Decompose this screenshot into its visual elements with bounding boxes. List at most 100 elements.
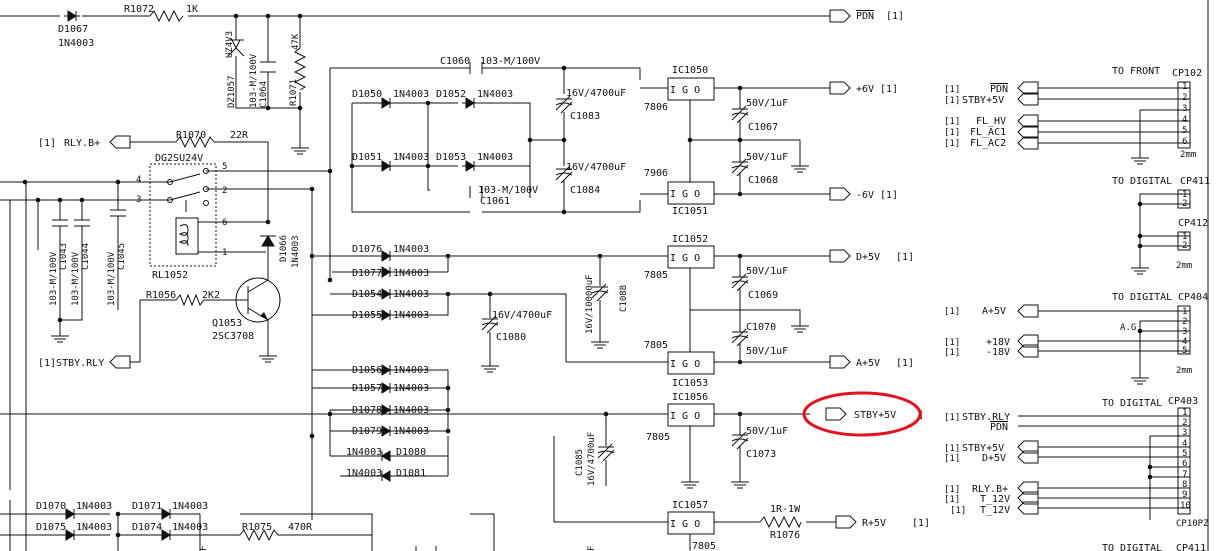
c1060-label: C1060 (440, 56, 470, 67)
d1070-label: D1070 (36, 501, 66, 512)
junction-dot (445, 385, 451, 391)
pdn-port-ref: [1] (886, 11, 904, 22)
ground-icon (480, 359, 500, 373)
top-pdn-path: D1067 1N4003 R1072 1K PDN [1] DZ1057 UZ4… (0, 4, 904, 155)
port-icon (1017, 81, 1039, 95)
d5v-ref: [1] (896, 252, 914, 263)
cp411-label: CP411 (1180, 176, 1210, 187)
c1083-value: 16V/4700uF (566, 88, 626, 99)
rlyb-label: RLY.B+ (64, 138, 100, 149)
signal-ref: [1] (944, 307, 960, 317)
relay-coil (175, 217, 199, 255)
port-icon (1017, 92, 1039, 106)
d1057-label: D1057 (352, 383, 382, 394)
r1075-value: 470R (288, 522, 313, 533)
d1050-label: D1050 (352, 89, 382, 100)
c1043-value: 103-M/100V (49, 251, 59, 306)
signal-ref: [1] (944, 444, 960, 454)
cp403-t12v-b: T_12V (980, 505, 1010, 516)
m6v-ref: [1] (880, 190, 898, 201)
pin-number: 3 (1182, 327, 1187, 337)
relay-name: RL1052 (152, 270, 188, 281)
ic1050-part: 7806 (644, 102, 668, 113)
c1085-ecap-icon (597, 443, 615, 462)
a5v-label: A+5V (856, 358, 880, 369)
c1070-label: C1070 (746, 322, 776, 333)
ground-icon (590, 335, 610, 349)
port-icon (1017, 304, 1039, 318)
c1060-cap-icon (469, 62, 483, 74)
d1066-diode-icon (260, 235, 276, 247)
d1080-part: 1N4003 (346, 447, 382, 458)
cp411-body (1177, 189, 1191, 209)
junction-dot (115, 179, 121, 185)
junction-dot (79, 197, 85, 203)
signal-ref: [1] (944, 338, 960, 348)
d1075-label: D1075 (36, 522, 66, 533)
d1056-part: 1N4003 (393, 365, 429, 376)
d1080-label: D1080 (396, 447, 426, 458)
ic1052-label: IC1052 (672, 234, 708, 245)
r1076-value: 1R-1W (770, 504, 801, 515)
d1071-label: D1071 (132, 501, 162, 512)
d1078-part: 1N4003 (393, 405, 429, 416)
pin-number: 10 (1180, 501, 1191, 511)
port-icon (1017, 114, 1039, 128)
d1074-part: 1N4003 (172, 522, 208, 533)
ground-icon (1130, 261, 1150, 275)
ic1057-part: 7805 (692, 541, 716, 551)
pin-number: 1 (1182, 408, 1187, 418)
cp412-label: CP412 (1178, 218, 1208, 229)
c1060-value: 103-M/100V (480, 56, 540, 67)
d1054-label: D1054 (352, 289, 382, 300)
cp404-p18v: +18V (986, 337, 1010, 348)
relay-pin-5: 5 (222, 162, 227, 172)
ground-icon (290, 141, 310, 155)
r1070-label: R1070 (176, 130, 206, 141)
ic1051-label: IC1051 (672, 206, 708, 217)
cp102-flac2: FL_AC2 (970, 138, 1006, 149)
cp403-pins: 1 2 3 4 5 6 7 8 9 10 (1180, 408, 1191, 511)
coil-icon (178, 224, 189, 247)
r1070-resistor-icon (175, 135, 215, 149)
relay-pin-1: 1 (222, 248, 227, 258)
c1068-label: C1068 (748, 175, 778, 186)
signal-ref: [1] (944, 139, 960, 149)
pin-number: 8 (1182, 480, 1187, 490)
c1080-label: C1080 (496, 332, 526, 343)
cp403-stby-rly: STBY.RLY (962, 412, 1010, 423)
junction-dot (1137, 233, 1143, 239)
c1073-value: 50V/1uF (746, 426, 788, 437)
r1071-resistor-icon (293, 47, 307, 91)
dz1057-part: UZ4V3 (225, 31, 235, 58)
c1085-value: 16V/4700uF (587, 432, 597, 486)
pin-number: 1 (1182, 190, 1187, 200)
ic1050-label: IC1050 (672, 65, 708, 76)
junction-dot (57, 197, 63, 203)
signal-ref: [1] (944, 495, 960, 505)
ground-icon (790, 319, 810, 333)
port-icon (1017, 125, 1039, 139)
cp403-pdn: PDN (990, 422, 1008, 433)
pin-number: 5 (1182, 449, 1187, 459)
ic1057-pins: I G O (670, 519, 700, 530)
highlight-circle (802, 391, 922, 437)
junction-dot (309, 253, 315, 259)
bottom-conn-label: CP411 (1176, 543, 1206, 551)
cp102-mm: 2mm (1180, 150, 1196, 160)
c1064-cap-icon (260, 61, 276, 73)
pin-number: 6 (1182, 137, 1187, 147)
c1088-label: C1088 (619, 285, 629, 312)
pdn-port-label: PDN (856, 11, 874, 22)
relay-pin-6: 6 (222, 218, 227, 228)
cp412-mm: 2mm (1176, 261, 1192, 271)
d1075-part: 1N4003 (76, 522, 112, 533)
junction-dot (445, 291, 451, 297)
junction-dot (1137, 243, 1143, 249)
junction-dot (309, 186, 315, 192)
d1079-part: 1N4003 (393, 426, 429, 437)
c1061-value: 103-M/100V (478, 185, 538, 196)
signal-ref: [1] (944, 96, 960, 106)
stby5v-port-icon (825, 407, 847, 421)
